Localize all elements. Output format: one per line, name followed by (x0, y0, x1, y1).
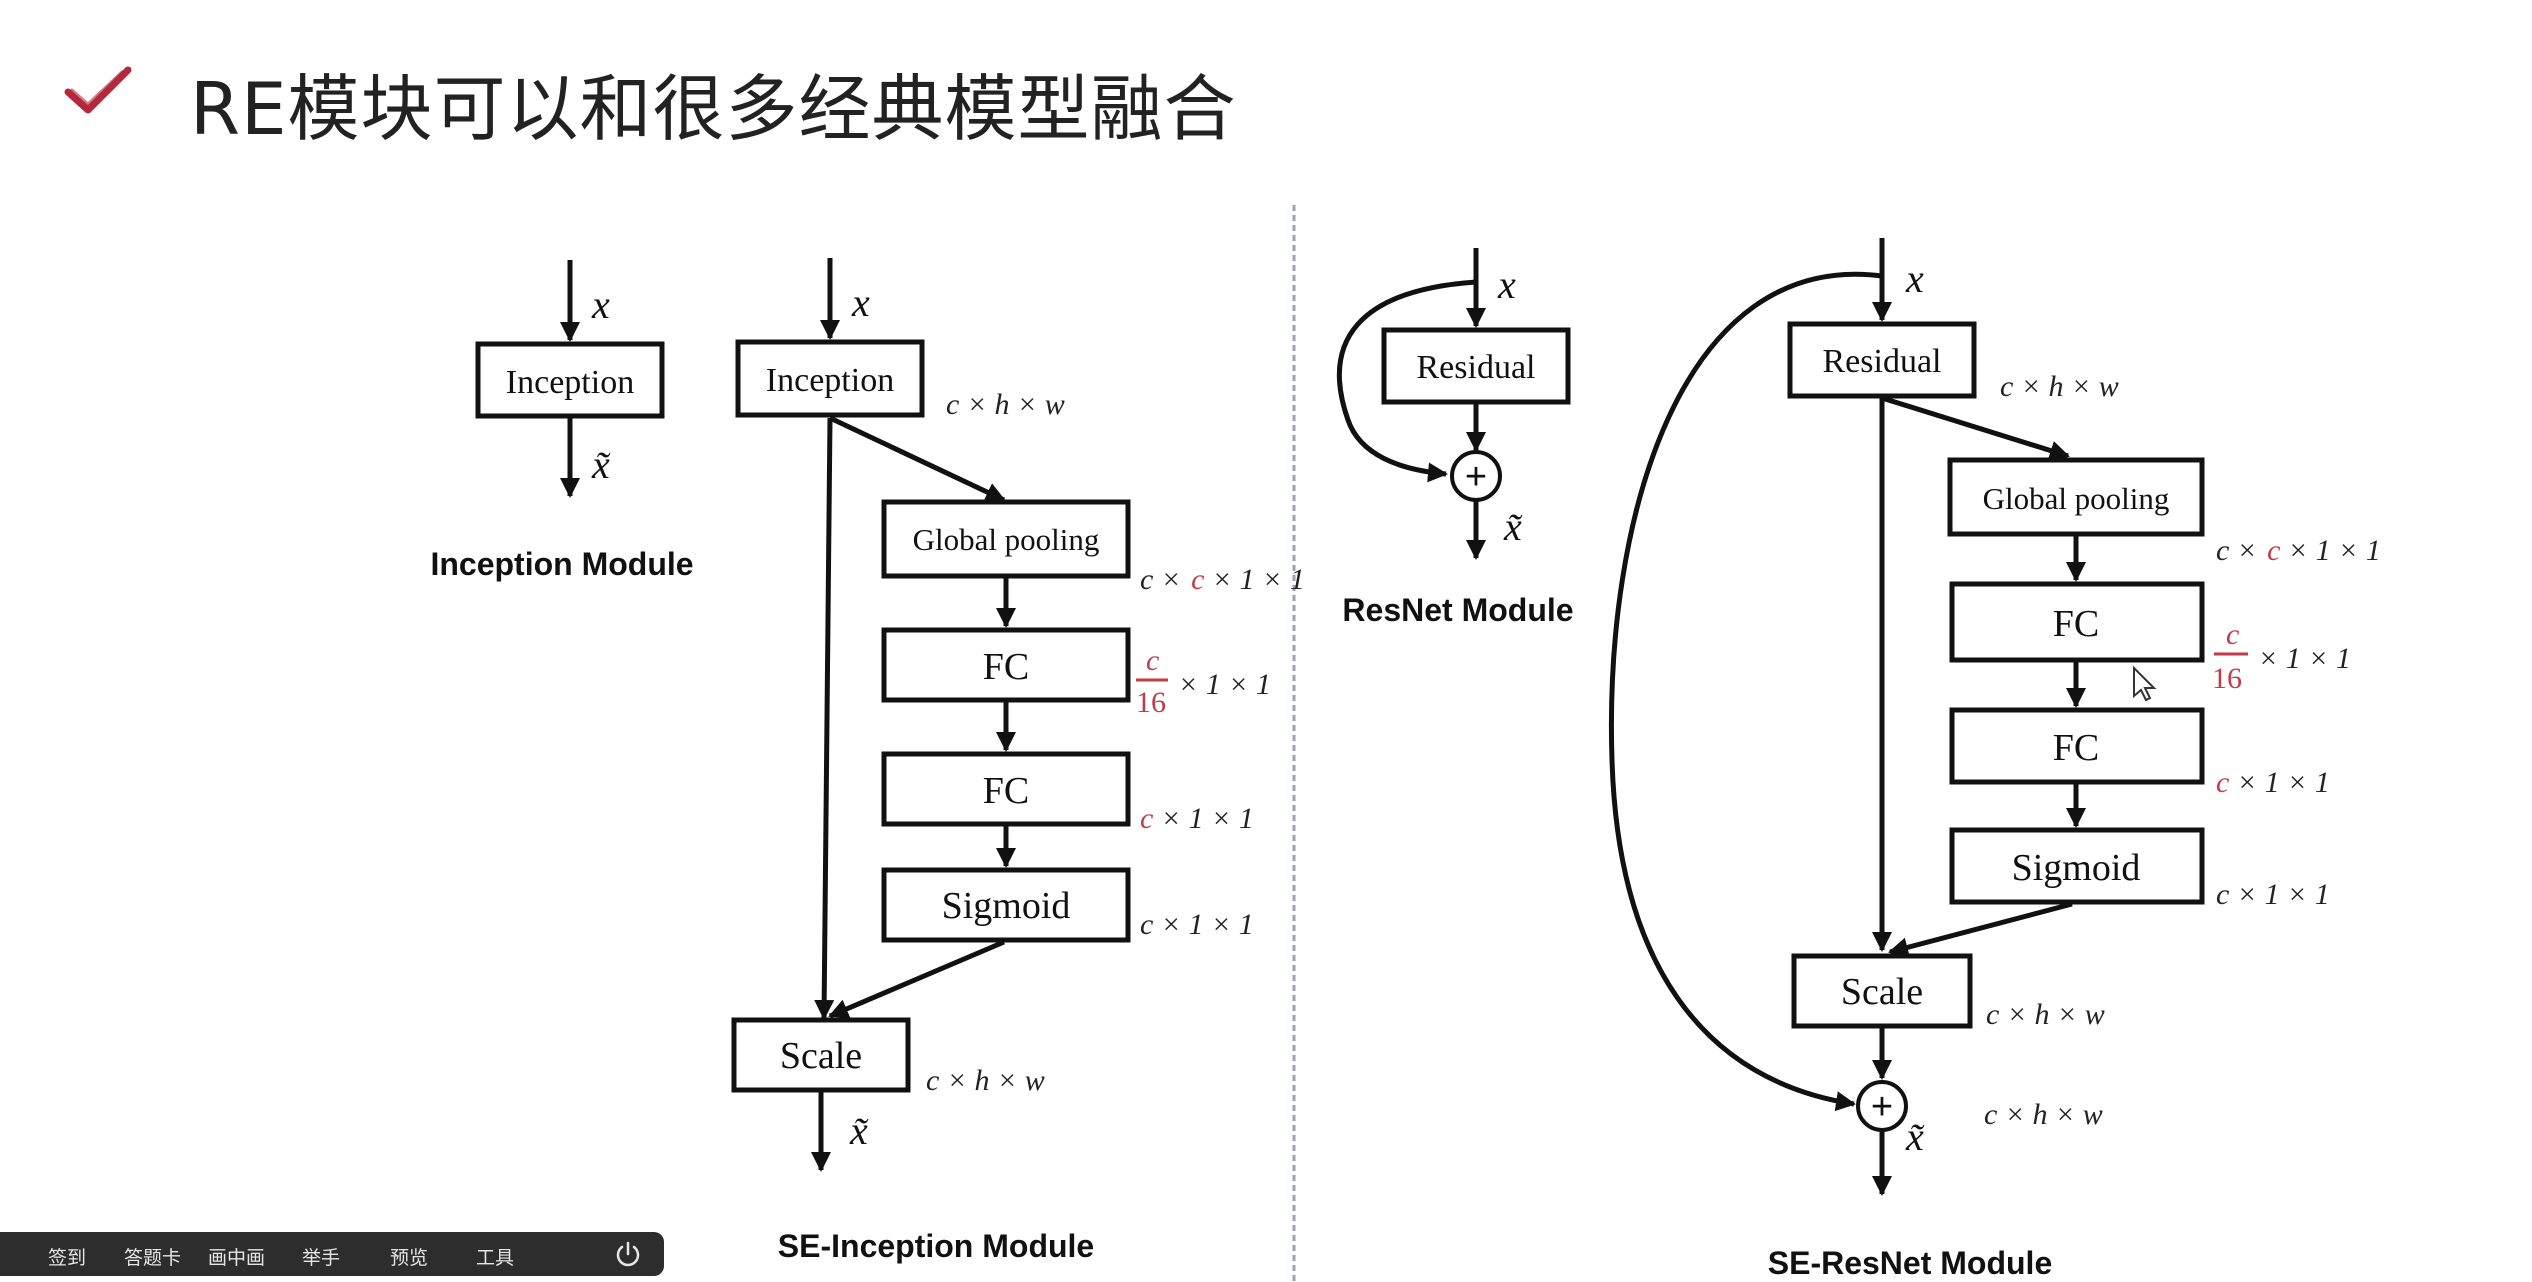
se-resnet-sum-node: + (1856, 1080, 1908, 1132)
svg-text:c: c (2226, 618, 2239, 651)
svg-text:FC: FC (983, 646, 1029, 688)
se-inception-sigmoid-block: Sigmoid (881, 867, 1131, 943)
svg-text:Global pooling: Global pooling (1983, 481, 2170, 516)
inception-module: x Inception x̃ Inception Module (430, 260, 694, 582)
dim-label: c ×c × 1 × 1 (2216, 534, 2381, 567)
resnet-output-label: x̃ (1503, 504, 1523, 549)
se-resnet-input-label: x (1905, 256, 1924, 301)
resnet-sum-node: + (1450, 450, 1502, 502)
se-resnet-global-pooling-block: Global pooling (1947, 457, 2205, 537)
slide-title: RE模块可以和很多经典模型融合 (190, 67, 1237, 151)
svg-text:× 1 × 1: × 1 × 1 (2258, 642, 2351, 675)
dim-label: c × 1 × 1 (1140, 908, 1254, 941)
fc1-dim-fraction: c 16 × 1 × 1 (2212, 618, 2351, 695)
svg-text:FC: FC (2053, 727, 2099, 769)
dim-label: c × 1 × 1 (2216, 766, 2330, 799)
dim-label: c × 1 × 1 (1140, 802, 1254, 835)
se-inception-output-label: x̃ (849, 1108, 869, 1153)
svg-text:× 1 × 1: × 1 × 1 (1178, 668, 1271, 701)
check-icon (64, 66, 132, 114)
se-inception-fc1-block: FC (881, 627, 1131, 703)
toolbar-checkin-button[interactable]: 签到 (48, 1247, 87, 1269)
fc1-dim-fraction: c 16 × 1 × 1 (1136, 644, 1271, 719)
inception-module-caption: Inception Module (430, 546, 693, 582)
svg-text:c: c (1146, 644, 1159, 677)
se-inception-scale-block: Scale (731, 1017, 911, 1093)
se-inception-input-label: x (851, 280, 870, 325)
dim-label: c × h × w (2000, 370, 2119, 403)
svg-text:Inception: Inception (766, 362, 894, 399)
dim-label: c × h × w (1984, 1098, 2103, 1131)
se-inception-fc2-block: FC (881, 751, 1131, 827)
dim-label: c × h × w (1986, 998, 2105, 1031)
se-inception-inception-block: Inception (735, 339, 925, 418)
svg-text:FC: FC (2053, 603, 2099, 645)
resnet-input-label: x (1497, 262, 1516, 307)
mouse-cursor-icon (2133, 665, 2157, 702)
se-resnet-fc1-block: FC (1949, 581, 2205, 663)
dim-label: c × 1 × 1 (2216, 878, 2330, 911)
se-resnet-sigmoid-block: Sigmoid (1949, 827, 2205, 905)
se-resnet-fc2-block: FC (1949, 707, 2205, 785)
power-icon[interactable] (614, 1240, 642, 1268)
inception-block: Inception (475, 341, 665, 419)
svg-text:Residual: Residual (1823, 343, 1942, 380)
dim-label: c × h × w (926, 1064, 1045, 1097)
se-resnet-module: x Residual c × h × w Global pooling c ×c… (1608, 238, 2381, 1281)
svg-text:Inception: Inception (506, 364, 634, 401)
svg-text:Sigmoid: Sigmoid (2012, 847, 2141, 889)
se-resnet-output-label: x̃ (1905, 1114, 1925, 1159)
inception-input-label: x (591, 282, 610, 327)
se-resnet-scale-block: Scale (1791, 953, 1973, 1029)
resnet-module-caption: ResNet Module (1342, 592, 1573, 628)
svg-text:16: 16 (2212, 662, 2242, 695)
toolbar-tools-button[interactable]: 工具 (476, 1247, 515, 1269)
svg-text:16: 16 (1136, 686, 1166, 719)
se-resnet-residual-block: Residual (1787, 321, 1977, 399)
svg-text:FC: FC (983, 770, 1029, 812)
dim-label: c × h × w (946, 388, 1065, 421)
toolbar-preview-button[interactable]: 预览 (390, 1247, 429, 1269)
se-inception-module-caption: SE-Inception Module (778, 1228, 1094, 1264)
resnet-residual-block: Residual (1381, 327, 1571, 405)
svg-text:+: + (1465, 456, 1487, 498)
se-inception-global-pooling-block: Global pooling (881, 499, 1131, 579)
svg-text:+: + (1871, 1086, 1893, 1128)
svg-text:Sigmoid: Sigmoid (942, 885, 1071, 927)
svg-text:Scale: Scale (1841, 971, 1923, 1013)
toolbar-raise-hand-button[interactable]: 举手 (302, 1247, 341, 1269)
svg-text:Global pooling: Global pooling (913, 522, 1100, 557)
resnet-module: x Residual + x̃ ResNet Module (1337, 248, 1574, 628)
se-resnet-module-caption: SE-ResNet Module (1768, 1245, 2052, 1281)
se-inception-module: x Inception c × h × w Global pooling c ×… (731, 258, 1305, 1264)
svg-text:Scale: Scale (780, 1035, 862, 1077)
dim-label: c ×c × 1 × 1 (1140, 563, 1305, 596)
toolbar-picture-in-picture-button[interactable]: 画中画 (208, 1247, 266, 1269)
classroom-toolbar: 签到 答题卡 画中画 举手 预览 工具 (0, 1232, 664, 1276)
toolbar-answer-card-button[interactable]: 答题卡 (124, 1247, 182, 1269)
inception-output-label: x̃ (591, 442, 611, 487)
svg-text:Residual: Residual (1417, 349, 1536, 386)
